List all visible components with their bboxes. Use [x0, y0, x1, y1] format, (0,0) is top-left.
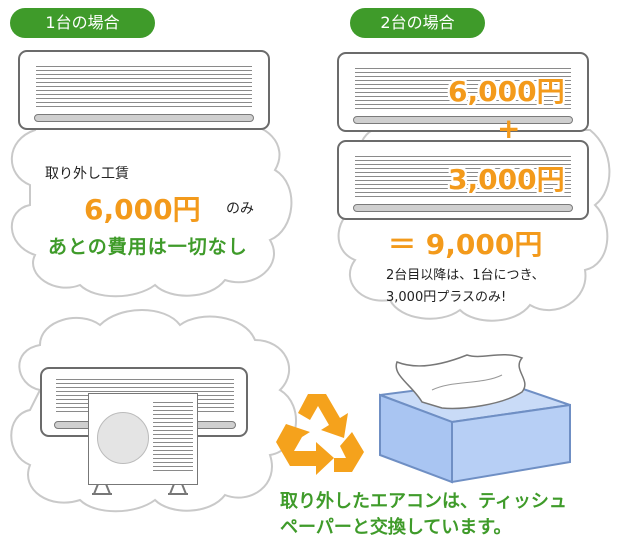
removal-fee-price: 6,000円 [84, 193, 201, 226]
two-units-label: 2台の場合 [350, 8, 485, 38]
air-conditioner-icon [337, 140, 589, 220]
outdoor-unit-icon [88, 393, 198, 485]
one-unit-label: 1台の場合 [10, 8, 155, 38]
only-suffix: のみ [226, 201, 254, 217]
total-price: ＝ 9,000円 [388, 228, 543, 261]
recycle-icon [276, 394, 364, 475]
removal-fee-label: 取り外し工賃 [45, 166, 129, 182]
tissue-box-icon [379, 354, 571, 484]
plus-sign: + [497, 112, 521, 145]
first-unit-price: 6,000円 [448, 75, 565, 108]
second-unit-price: 3,000円 [448, 163, 565, 196]
additional-unit-note-1: 2台目以降は、1台につき、 [386, 268, 545, 283]
tissue-exchange-caption-1: 取り外したエアコンは、ティッシュ [280, 491, 567, 512]
tissue-exchange-caption-2: ペーパーと交換しています。 [280, 517, 512, 538]
additional-unit-note-2: 3,000円プラスのみ! [386, 290, 507, 305]
outdoor-unit-legs [92, 484, 188, 495]
no-other-fees-note: あとの費用は一切なし [48, 236, 248, 258]
air-conditioner-icon [337, 52, 589, 132]
air-conditioner-icon [18, 50, 270, 130]
